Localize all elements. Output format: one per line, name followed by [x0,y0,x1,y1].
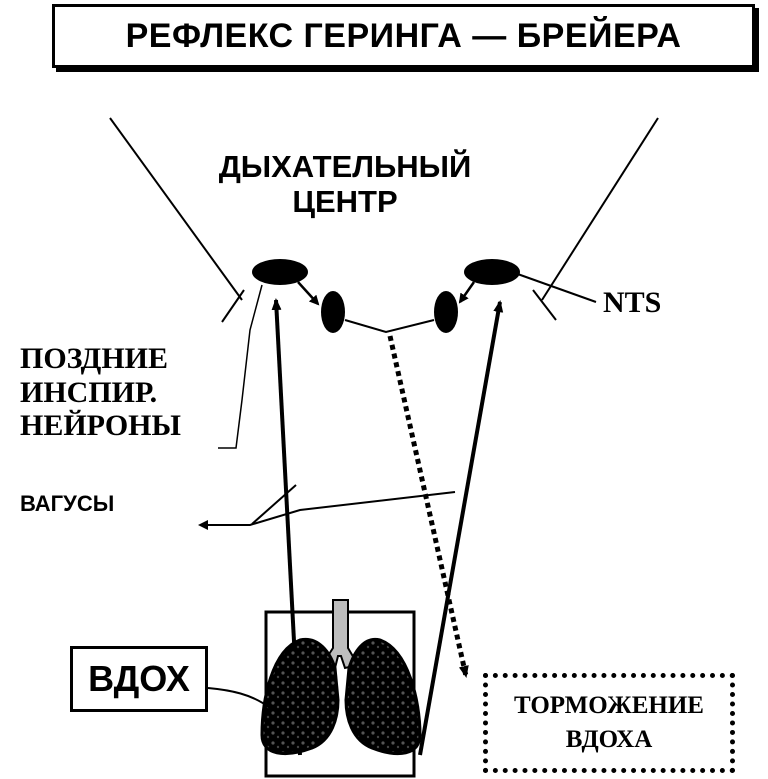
late-neurons-line-1: ПОЗДНИЕ [20,342,168,375]
late-neurons-line-2: ИНСПИР. [20,375,158,409]
respiratory-center-label: ДЫХАТЕЛЬНЫЙ ЦЕНТР [190,149,500,219]
nts-label: NTS [603,286,662,319]
inhale-box: ВДОХ [70,646,208,712]
late-neurons-line-3: НЕЙРОНЫ [20,409,181,443]
vagus-label: ВАГУСЫ [20,491,115,516]
right-inspiratory-nucleus [464,259,520,285]
late-inspiratory-neurons-label: ПОЗДНИЕ ИНСПИР. НЕЙРОНЫ [20,342,181,443]
left-lung [260,637,340,756]
inhibition-line-2: ВДОХА [565,726,653,753]
inhibition-box: ТОРМОЖЕНИЕ ВДОХА [483,673,735,773]
diagram-title: РЕФЛЕКС ГЕРИНГА — БРЕЙЕРА [52,4,755,68]
vagus-cut-right [532,289,557,321]
respiratory-center-line-1: ДЫХАТЕЛЬНЫЙ [218,149,472,184]
right-vagal-afferent [418,300,504,756]
brainstem-outline-left [109,117,243,301]
inhibition-pathway [387,335,469,678]
right-lung [344,637,422,756]
brainstem-outline-right [541,117,659,301]
inhibition-line-1: ТОРМОЖЕНИЕ [514,692,704,720]
left-internal-arrow [297,281,320,306]
nts-pointer [511,271,597,303]
vagus-pointer-branch [251,484,297,525]
right-internal-arrow [458,281,476,304]
late-neurons-pointer [218,284,263,449]
left-nts-neuron [321,291,345,333]
inhale-pointer [207,687,271,709]
inhibitory-connection [344,319,435,334]
vagus-pointer [198,491,456,530]
right-nts-neuron [434,291,458,333]
respiratory-center-line-2: ЦЕНТР [292,183,398,219]
vagus-cut-left [221,289,245,323]
left-inspiratory-nucleus [252,259,308,285]
